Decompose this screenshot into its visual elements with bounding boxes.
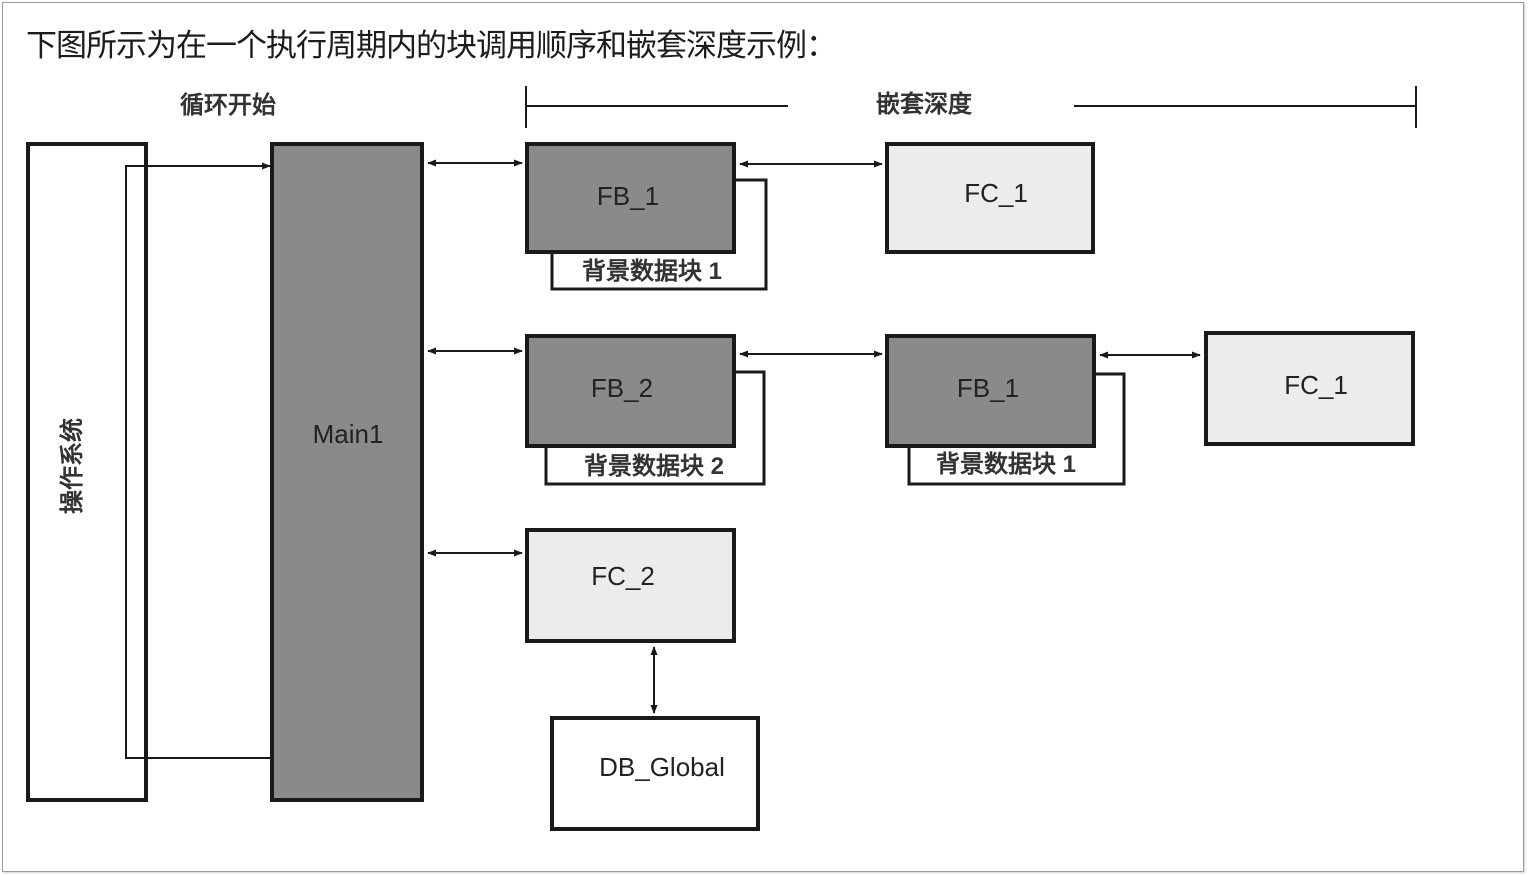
nesting-depth-bracket — [525, 86, 1417, 128]
fc1-top-block — [885, 142, 1095, 254]
cycle-loop-arrow — [125, 162, 272, 759]
idb1-mid-label: 背景数据块 1 — [936, 451, 1076, 478]
main1-block — [270, 142, 424, 802]
fc2-label: FC_2 — [591, 561, 655, 591]
fc1-top-label: FC_1 — [964, 178, 1028, 208]
fb2-block — [525, 334, 736, 448]
fb1-top-label: FB_1 — [597, 181, 659, 211]
db-global-label: DB_Global — [599, 752, 725, 782]
os-label: 操作系统 — [58, 418, 86, 514]
figure-heading: 下图所示为在一个执行周期内的块调用顺序和嵌套深度示例： — [26, 28, 837, 64]
cycle-start-label: 循环开始 — [180, 91, 276, 119]
fb2-label: FB_2 — [591, 373, 653, 403]
main1-label: Main1 — [313, 419, 384, 449]
fb1-mid-block — [885, 334, 1096, 448]
fc1-mid-block — [1204, 331, 1415, 446]
fb1-top-block — [525, 142, 736, 254]
os-block — [26, 142, 148, 802]
fc1-mid-label: FC_1 — [1284, 370, 1348, 400]
fc2-block — [525, 528, 736, 643]
db-global-block — [550, 716, 760, 831]
fb1-mid-label: FB_1 — [957, 373, 1019, 403]
nesting-depth-label: 嵌套深度 — [876, 90, 973, 118]
idb1-top-label: 背景数据块 1 — [582, 258, 722, 285]
idb2-label: 背景数据块 2 — [584, 453, 724, 480]
